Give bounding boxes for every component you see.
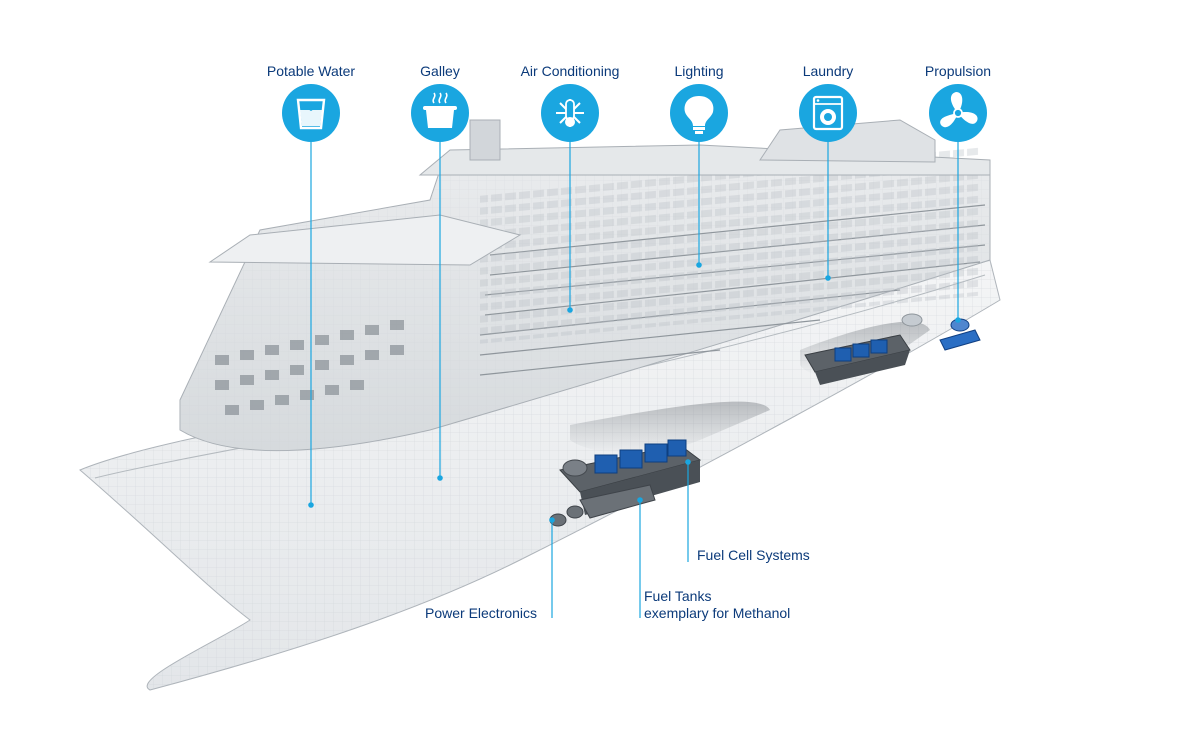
propulsion-pods (901, 313, 981, 351)
leader-dot-potable-water (308, 502, 314, 508)
component-label-fuel-tanks-subtitle: exemplary for Methanol (644, 605, 791, 621)
leader-dot-fuel-tanks (637, 497, 643, 503)
cooking-pot-icon (411, 84, 469, 142)
forward-energy-module (549, 439, 702, 527)
lightbulb-icon (670, 84, 728, 142)
snowflake-thermometer-icon (541, 84, 599, 142)
washing-machine-icon (799, 84, 857, 142)
leader-dot-lighting (696, 262, 702, 268)
category-label-potable-water: Potable Water (266, 63, 356, 79)
leader-dot-fuel-cell (685, 459, 691, 465)
category-label-propulsion: Propulsion (924, 63, 992, 79)
hull-cutaway-shadow (570, 401, 770, 454)
leader-dot-galley (437, 475, 443, 481)
category-label-laundry: Laundry (802, 63, 854, 79)
category-label-galley: Galley (420, 63, 460, 79)
category-label-air-conditioning: Air Conditioning (520, 63, 620, 79)
ship-superstructure (179, 119, 991, 452)
component-label-fuel-tanks: Fuel Tanks (644, 588, 712, 604)
leader-lines (308, 140, 961, 618)
propeller-icon (929, 84, 987, 142)
water-glass-icon (282, 84, 340, 142)
leader-dot-air-conditioning (567, 307, 573, 313)
component-label-fuel-cell-systems: Fuel Cell Systems (697, 547, 810, 563)
leader-dot-power-electronics (549, 517, 555, 523)
leader-dot-laundry (825, 275, 831, 281)
component-label-power-electronics: Power Electronics (425, 605, 538, 621)
leader-dot-propulsion (955, 317, 961, 323)
aft-energy-module (804, 334, 911, 385)
category-label-lighting: Lighting (674, 63, 724, 79)
category-icons (282, 84, 987, 142)
